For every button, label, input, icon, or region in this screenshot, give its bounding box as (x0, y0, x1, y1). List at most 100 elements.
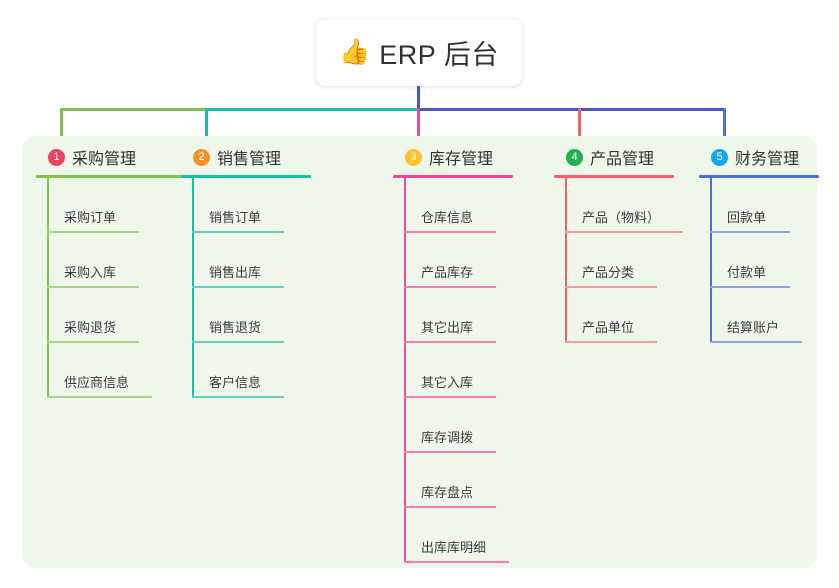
list-item[interactable]: 供应商信息 (36, 343, 181, 398)
bus-segment-green (60, 108, 206, 111)
list-item-rule (565, 231, 683, 233)
list-item-rule (192, 286, 284, 288)
list-item-label: 产品单位 (582, 320, 635, 335)
column-header-4[interactable]: 4 产品管理 (554, 146, 674, 168)
column-items-2: 销售订单销售出库销售退货客户信息 (181, 178, 311, 398)
list-item[interactable]: 采购退货 (36, 288, 181, 343)
list-item[interactable]: 库存调拨 (393, 398, 513, 453)
column-badge-3: 3 (405, 148, 422, 166)
column-trunk-1 (47, 178, 49, 398)
column-drop-5 (723, 108, 726, 146)
column-rule-1 (36, 175, 181, 178)
list-item-label: 采购入库 (64, 265, 117, 280)
bus-segment-indigo (418, 108, 725, 111)
list-item-rule (404, 561, 509, 563)
column-rule-3 (393, 175, 513, 178)
list-item-rule (710, 286, 790, 288)
root-node[interactable]: 👍 ERP 后台 (316, 19, 522, 86)
bus-segment-teal (206, 108, 418, 111)
column-header-5[interactable]: 5 财务管理 (699, 146, 819, 168)
list-item[interactable]: 库存盘点 (393, 453, 513, 508)
list-item-rule (192, 341, 284, 343)
column-4: 4 产品管理产品（物料） 产品分类产品单位 (554, 146, 683, 343)
list-item[interactable]: 结算账户 (699, 288, 819, 343)
list-item[interactable]: 采购订单 (36, 178, 181, 233)
list-item[interactable]: 销售退货 (181, 288, 311, 343)
list-item[interactable]: 出库库明细 (393, 508, 513, 563)
list-item[interactable]: 销售出库 (181, 233, 311, 288)
column-title-5: 财务管理 (735, 151, 800, 168)
list-item-label: 产品（物料） (582, 210, 661, 225)
column-5: 5 财务管理回款单付款单结算账户 (699, 146, 819, 343)
column-items-1: 采购订单采购入库采购退货供应商信息 (36, 178, 181, 398)
column-rule-4 (554, 175, 674, 178)
list-item[interactable]: 回款单 (699, 178, 819, 233)
list-item-rule (404, 396, 496, 398)
column-drop-2 (205, 108, 208, 146)
list-item-label: 出库库明细 (421, 540, 487, 555)
list-item-label: 产品分类 (582, 265, 635, 280)
list-item-label: 库存调拨 (421, 430, 474, 445)
list-item-rule (404, 341, 496, 343)
column-trunk-2 (192, 178, 194, 398)
list-item-rule (192, 231, 284, 233)
column-rule-2 (181, 175, 311, 178)
list-item-label: 库存盘点 (421, 485, 474, 500)
list-item-rule (710, 341, 802, 343)
list-item[interactable]: 产品库存 (393, 233, 513, 288)
list-item[interactable]: 产品单位 (554, 288, 674, 343)
column-items-5: 回款单付款单结算账户 (699, 178, 819, 343)
root-drop-line (417, 86, 420, 110)
column-badge-4: 4 (566, 148, 583, 166)
list-item-label: 供应商信息 (64, 375, 130, 390)
list-item-label: 销售退货 (209, 320, 262, 335)
list-item-rule (710, 231, 790, 233)
list-item-label: 结算账户 (727, 320, 780, 335)
column-drop-1 (60, 108, 63, 146)
column-trunk-5 (710, 178, 712, 343)
list-item-label: 客户信息 (209, 375, 262, 390)
column-rule-5 (699, 175, 819, 178)
diagram-panel (22, 136, 817, 568)
list-item[interactable]: 其它出库 (393, 288, 513, 343)
list-item-rule (404, 506, 496, 508)
list-item[interactable]: 产品（物料） (554, 178, 683, 233)
list-item-label: 销售订单 (209, 210, 262, 225)
list-item[interactable]: 采购入库 (36, 233, 181, 288)
list-item[interactable]: 产品分类 (554, 233, 674, 288)
list-item[interactable]: 付款单 (699, 233, 819, 288)
list-item-rule (404, 231, 496, 233)
list-item-label: 仓库信息 (421, 210, 474, 225)
list-item-rule (47, 231, 139, 233)
column-header-3[interactable]: 3 库存管理 (393, 146, 513, 168)
column-trunk-4 (565, 178, 567, 343)
list-item-label: 采购退货 (64, 320, 117, 335)
list-item[interactable]: 客户信息 (181, 343, 311, 398)
root-node-label: ERP 后台 (379, 40, 499, 70)
column-trunk-3 (404, 178, 406, 563)
list-item-label: 付款单 (727, 265, 767, 280)
list-item-rule (47, 286, 139, 288)
column-items-3: 仓库信息产品库存其它出库其它入库库存调拨库存盘点出库库明细 (393, 178, 513, 563)
list-item-label: 产品库存 (421, 265, 474, 280)
list-item-label: 其它出库 (421, 320, 474, 335)
column-items-4: 产品（物料） 产品分类产品单位 (554, 178, 683, 343)
list-item[interactable]: 仓库信息 (393, 178, 513, 233)
list-item-rule (47, 396, 152, 398)
column-3: 3 库存管理仓库信息产品库存其它出库其它入库库存调拨库存盘点出库库明细 (393, 146, 513, 563)
list-item[interactable]: 其它入库 (393, 343, 513, 398)
list-item-label: 销售出库 (209, 265, 262, 280)
column-drop-3 (417, 108, 420, 146)
list-item-rule (47, 341, 139, 343)
column-title-1: 采购管理 (72, 151, 137, 168)
column-badge-5: 5 (711, 148, 728, 166)
list-item-label: 回款单 (727, 210, 767, 225)
column-title-3: 库存管理 (429, 151, 494, 168)
column-title-4: 产品管理 (590, 151, 655, 168)
list-item-rule (565, 286, 657, 288)
list-item-rule (404, 286, 496, 288)
list-item[interactable]: 销售订单 (181, 178, 311, 233)
